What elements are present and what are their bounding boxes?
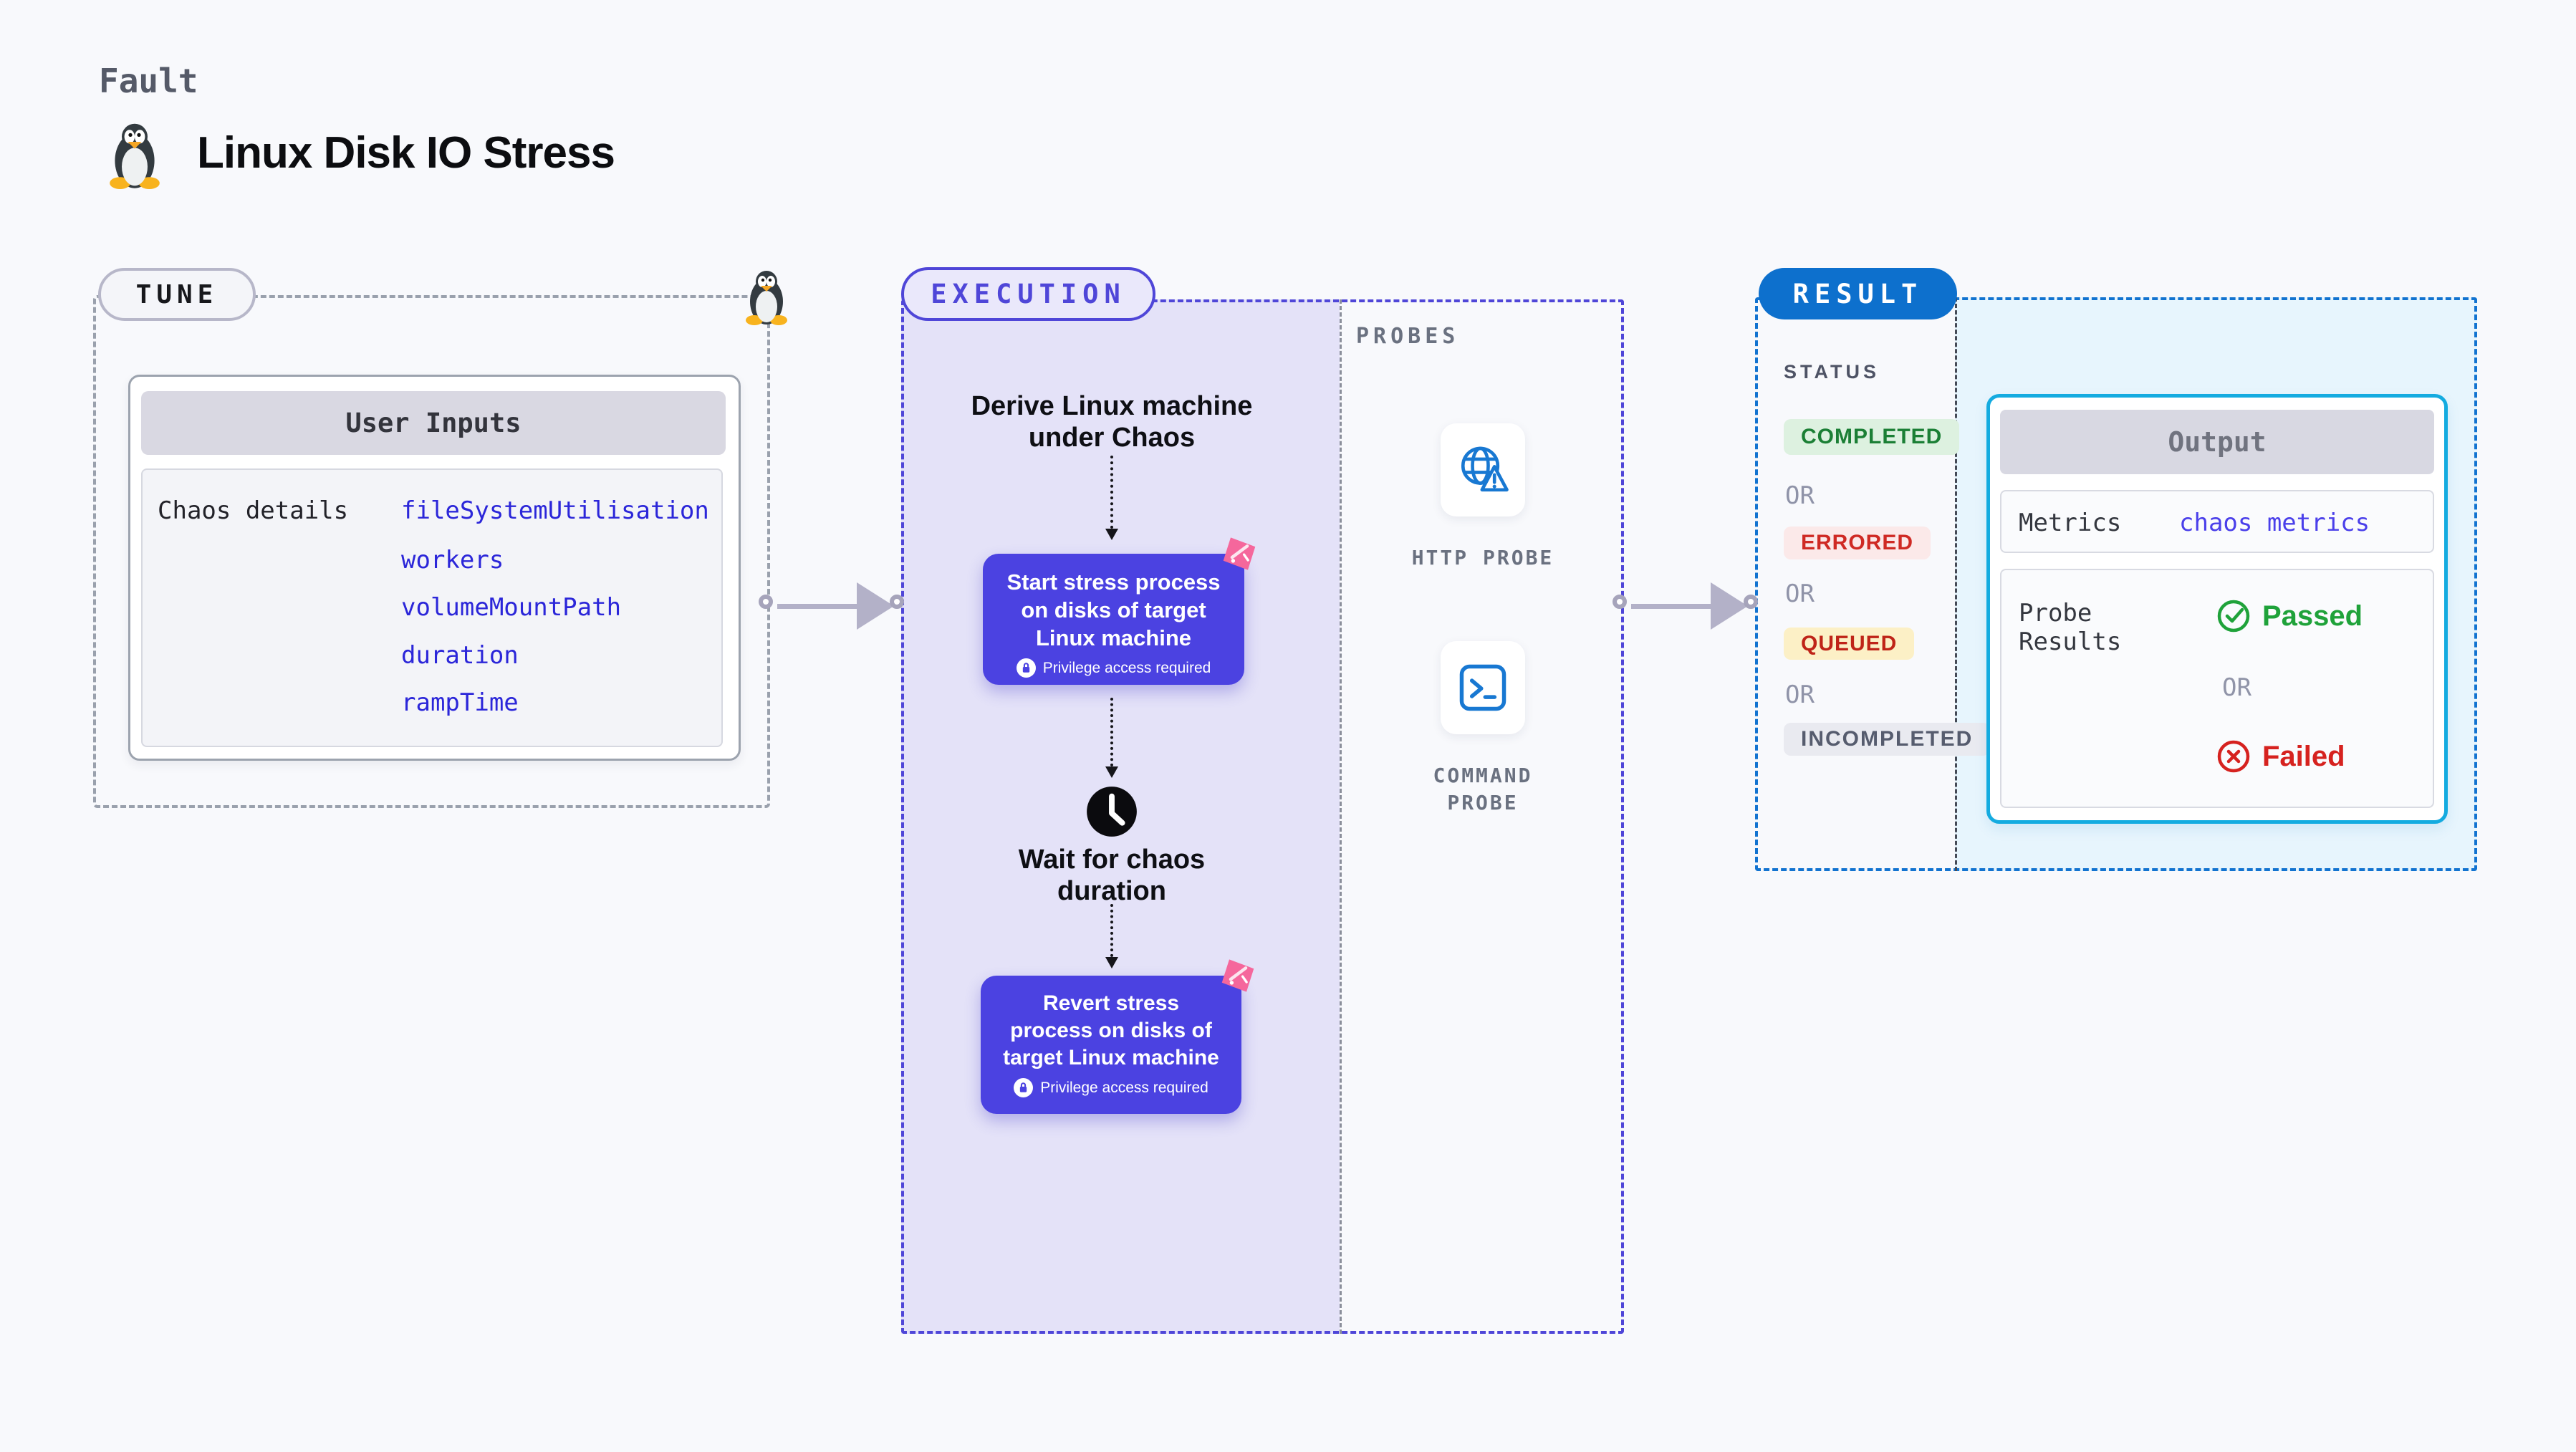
flow-arrow-head	[1711, 582, 1748, 630]
result-section-box	[1755, 297, 2477, 871]
flow-line	[777, 604, 860, 609]
probe-failed: Failed	[2216, 739, 2345, 774]
flow-dotted-arrow-head	[1105, 766, 1118, 778]
lock-icon	[1014, 1078, 1034, 1097]
privilege-note-text: Privilege access required	[1040, 1079, 1208, 1096]
user-inputs-body	[141, 468, 723, 747]
step-start-label: Start stress process on disks of target …	[1006, 569, 1221, 650]
x-circle-icon	[2217, 740, 2250, 773]
connector-port	[1744, 595, 1758, 609]
execution-section-box	[901, 299, 1624, 1334]
tune-pill: TUNE	[98, 268, 256, 321]
page-title: Linux Disk IO Stress	[197, 128, 615, 178]
probe-passed: Passed	[2216, 599, 2363, 633]
status-badge-incompleted: INCOMPLETED	[1784, 723, 1991, 756]
probe-failed-text: Failed	[2262, 740, 2345, 772]
connector-port	[1613, 595, 1627, 609]
user-inputs-header: User Inputs	[141, 391, 726, 455]
probes-divider	[1340, 299, 1342, 1334]
or-separator: OR	[1785, 481, 1815, 510]
result-pill: RESULT	[1759, 268, 1957, 319]
tune-value: duration	[401, 641, 519, 670]
status-badge-completed: COMPLETED	[1784, 419, 1960, 455]
chaos-details-label: Chaos details	[158, 496, 349, 525]
status-label: STATUS	[1784, 361, 1880, 383]
lock-icon	[1016, 658, 1036, 678]
metrics-row: Metrics chaos metrics	[2000, 490, 2434, 553]
probes-label: PROBES	[1356, 324, 1460, 349]
command-probe-card	[1441, 641, 1525, 734]
privilege-note-text: Privilege access required	[1042, 659, 1211, 676]
http-probe-card	[1441, 423, 1525, 516]
privilege-note: Privilege access required	[981, 1078, 1241, 1097]
metrics-value: chaos metrics	[2179, 509, 2370, 537]
privilege-note: Privilege access required	[983, 658, 1244, 678]
linux-tux-icon	[110, 123, 160, 189]
step-revert-label: Revert stress process on disks of target…	[1003, 991, 1219, 1069]
http-probe-label: HTTP PROBE	[1411, 546, 1554, 569]
tune-section-box	[93, 295, 770, 808]
fault-kicker: Fault	[99, 62, 198, 100]
flow-dotted-line	[1110, 904, 1113, 957]
flow-dotted-line	[1110, 698, 1113, 766]
chaos-ribbon-icon	[1223, 537, 1256, 570]
tune-value: fileSystemUtilisation	[401, 496, 709, 525]
tune-value: workers	[401, 546, 504, 574]
tune-value: rampTime	[401, 688, 519, 717]
output-header: Output	[2000, 410, 2434, 474]
step-start-card: Start stress process on disks of target …	[983, 554, 1244, 685]
probe-results-row: Probe Results Passed OR Failed	[2000, 569, 2434, 808]
status-badge-errored: ERRORED	[1784, 527, 1931, 559]
probe-results-label: Probe Results	[2019, 599, 2122, 656]
tune-value: volumeMountPath	[401, 593, 622, 622]
flow-dotted-arrow-head	[1105, 529, 1118, 540]
terminal-icon	[1459, 664, 1506, 711]
check-circle-icon	[2217, 600, 2250, 633]
execution-pill: EXECUTION	[901, 267, 1155, 321]
flow-arrow-head	[857, 582, 894, 630]
flow-dotted-line	[1110, 456, 1113, 529]
metrics-label: Metrics	[2019, 509, 2122, 537]
clock-icon	[1087, 787, 1137, 837]
globe-alert-icon	[1461, 446, 1509, 492]
linux-tux-icon	[746, 271, 787, 325]
chaos-ribbon-icon	[1221, 959, 1254, 992]
or-separator: OR	[2222, 673, 2251, 702]
step-wait-label: Wait for chaos duration	[1018, 845, 1206, 906]
flow-dotted-arrow-head	[1105, 957, 1118, 968]
connector-port	[759, 595, 773, 609]
step-derive-label: Derive Linux machine under Chaos	[971, 391, 1253, 453]
result-divider	[1955, 297, 1957, 871]
command-probe-label: COMMAND PROBE	[1433, 764, 1533, 814]
or-separator: OR	[1785, 580, 1815, 608]
status-badge-queued: QUEUED	[1784, 628, 1915, 660]
connector-port	[890, 595, 904, 609]
or-separator: OR	[1785, 681, 1815, 709]
flow-line	[1631, 604, 1711, 609]
step-revert-card: Revert stress process on disks of target…	[981, 976, 1241, 1114]
probe-passed-text: Passed	[2262, 600, 2363, 632]
